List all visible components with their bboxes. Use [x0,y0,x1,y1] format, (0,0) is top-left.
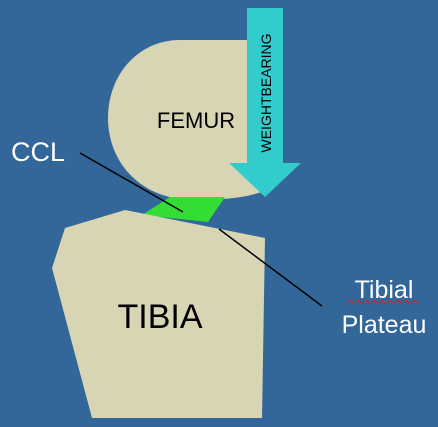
ccl-leader-line [79,152,184,213]
tibial-plateau-label-line2: Plateau [342,311,427,339]
tibial-plateau-label-line1: Tibial [355,276,414,304]
tibial-plateau-leader-line [218,228,323,307]
femur-shape [108,40,275,200]
tibia-shape [52,210,265,418]
ccl-ligament [142,197,225,222]
spellcheck-squiggle [347,300,421,304]
weightbearing-label: WEIGHTBEARING [258,33,274,152]
tibia-label: TIBIA [117,298,202,336]
ccl-label: CCL [11,137,65,167]
weightbearing-arrow [229,8,301,197]
femur-label: FEMUR [157,108,235,133]
